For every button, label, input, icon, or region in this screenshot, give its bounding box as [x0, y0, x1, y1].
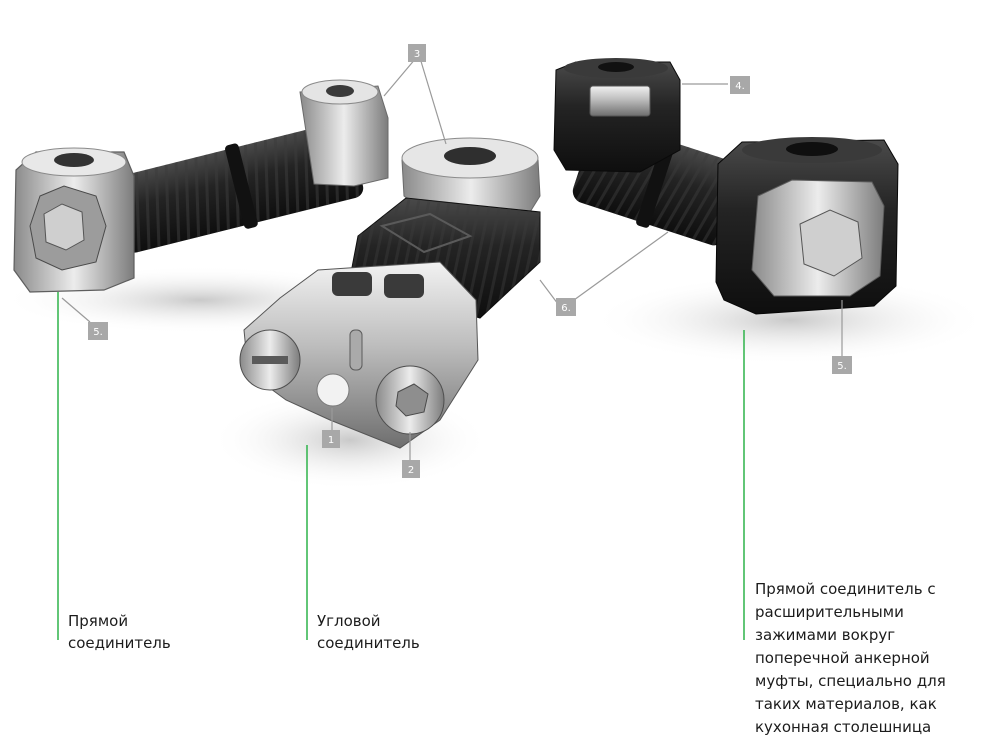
expanding-connector [553, 58, 899, 315]
marker-2: 2 [402, 460, 420, 478]
caption-expanding-connector: Прямой соединитель с расширительными заж… [755, 578, 946, 739]
near-metal-head [13, 147, 135, 293]
marker-4: 4. [730, 76, 750, 94]
caption-line: Прямой [68, 612, 129, 630]
far-black-head [553, 58, 681, 173]
caption-line: соединитель [68, 634, 171, 652]
caption-line: зажимами вокруг [755, 626, 896, 644]
svg-text:4.: 4. [735, 81, 745, 92]
caption-line: расширительными [755, 603, 904, 621]
angled-connector [239, 137, 541, 449]
svg-text:5.: 5. [93, 327, 103, 338]
caption-angled-connector: Угловой соединитель [317, 610, 420, 654]
svg-text:3: 3 [414, 49, 420, 60]
caption-line: поперечной анкерной [755, 649, 930, 667]
marker-1: 1 [322, 430, 340, 448]
marker-3: 3 [408, 44, 426, 62]
marker-5-left: 5. [88, 322, 108, 340]
far-metal-head [299, 79, 389, 187]
angled-top-cap [401, 137, 541, 213]
near-black-head [715, 137, 899, 315]
svg-text:1: 1 [328, 435, 334, 446]
svg-text:2: 2 [408, 465, 414, 476]
caption-line: соединитель [317, 634, 420, 652]
callout-lines [61, 57, 843, 460]
svg-text:6.: 6. [561, 303, 571, 314]
shadow-right [590, 275, 990, 365]
caption-straight-connector: Прямой соединитель [68, 610, 171, 654]
caption-line: Прямой соединитель с [755, 580, 936, 598]
angled-cam-housing [239, 261, 479, 449]
caption-line: Угловой [317, 612, 381, 630]
caption-line: кухонная столешница [755, 718, 932, 736]
svg-text:5.: 5. [837, 361, 847, 372]
caption-line: таких материалов, как [755, 695, 937, 713]
caption-line: муфты, специально для [755, 672, 946, 690]
marker-6: 6. [556, 298, 576, 316]
marker-5-right: 5. [832, 356, 852, 374]
straight-connector [13, 79, 389, 293]
